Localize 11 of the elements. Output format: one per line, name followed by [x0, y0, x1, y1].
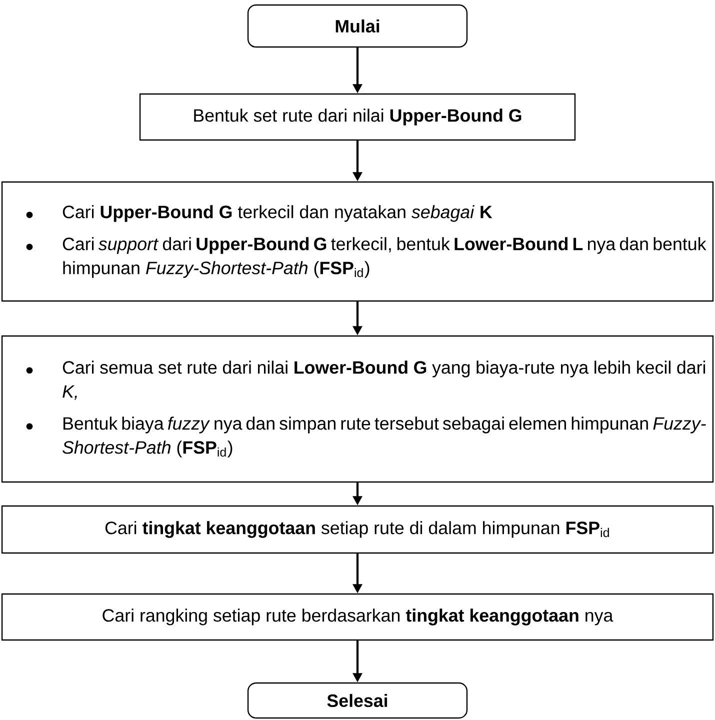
bullet-text: Bentuk biaya fuzzy nya dan simpan rute tersebut sebagai elemen himpunan Fuzzy-Shortest-Path (FSP$_{id}$)	[62, 416, 706, 458]
bullet-text: Cari Upper-Bound G terkecil dan nyatakan sebagai K	[62, 205, 492, 222]
process-box: Cari tingkat keanggotaan setiap rute di dalam himpunan FSP$_{id}$	[1, 505, 714, 554]
process-box	[1, 335, 714, 483]
terminal-box: Selesai	[247, 682, 468, 719]
process-box: Cari rangking setiap rute berdasarkan tingkat keanggotaan nya	[1, 593, 714, 641]
bullet-text: Cari semua set rute dari nilai Lower-Bound G yang biaya-rute nya lebih kecil dari K,	[62, 360, 706, 400]
bullet-text: Cari support dari Upper-Bound G terkecil, bentuk Lower-Bound L nya dan bentuk himpunan Fuzzy-Shortest-Path (FSP$_{id}$)	[62, 237, 706, 278]
terminal-box: Mulai	[247, 4, 468, 48]
process-box: Bentuk set rute dari nilai Upper-Bound G	[139, 93, 576, 141]
process-box	[1, 181, 714, 302]
